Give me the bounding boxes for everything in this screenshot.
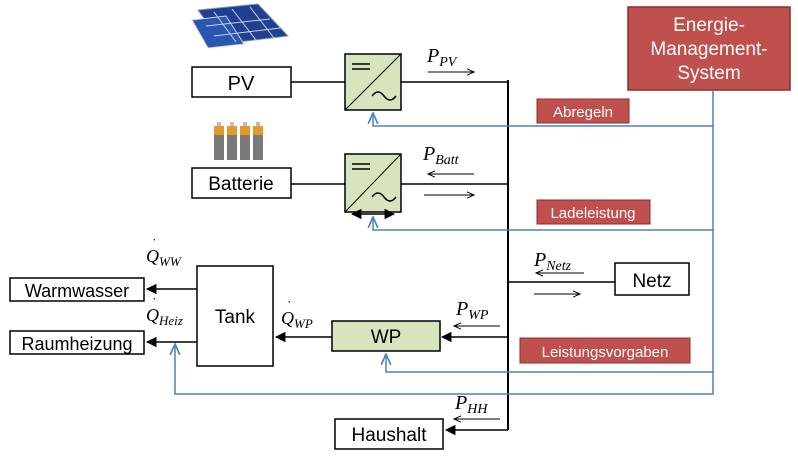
p-pv-label: PPV — [426, 45, 458, 70]
raumheizung-label: Raumheizung — [21, 334, 132, 354]
netz-block — [614, 262, 690, 296]
q-wp-label: QWP — [281, 308, 313, 331]
abregeln-badge — [536, 98, 630, 124]
signal-line-abregeln — [373, 90, 714, 127]
batteries-icon — [214, 122, 263, 160]
warmwasser-block — [9, 277, 145, 302]
batterie-label: Batterie — [208, 174, 273, 195]
q-ww-label: QWW — [146, 246, 182, 269]
haushalt-label: Haushalt — [352, 425, 428, 446]
leistungsvorgaben-label: Leistungsvorgaben — [542, 344, 669, 361]
tank-block — [196, 265, 274, 367]
netz-label: Netz — [632, 271, 671, 292]
pv-converter-icon — [344, 53, 402, 111]
raumheizung-block — [9, 330, 145, 355]
leistungsvorgaben-badge — [519, 337, 691, 364]
ladeleistung-label: Ladeleistung — [550, 205, 635, 222]
warmwasser-label: Warmwasser — [25, 281, 129, 301]
pv-label: PV — [228, 73, 255, 95]
wp-block — [331, 320, 441, 352]
ems-label-line1: Energie- — [673, 15, 745, 36]
battery-converter-icon — [344, 153, 402, 220]
p-netz-label: PNetz — [533, 249, 572, 274]
signal-line-leistungsvorgaben — [386, 230, 714, 373]
abregeln-label: Abregeln — [553, 104, 613, 121]
ems-label-line2: Management- — [650, 39, 767, 60]
control-signals — [175, 90, 714, 395]
q-wp-dot: ˙ — [286, 299, 291, 314]
ladeleistung-badge — [536, 199, 651, 225]
q-heiz-label: QHeiz — [146, 305, 183, 328]
p-hh-label: PHH — [454, 392, 488, 417]
haushalt-block — [334, 418, 444, 450]
tank-label: Tank — [215, 307, 256, 328]
solar-panel-icon — [191, 3, 290, 49]
signal-line-ladeleistung — [373, 126, 714, 231]
p-batt-label: PBatt — [422, 143, 460, 168]
signal-line-raumheizung — [175, 344, 714, 395]
p-wp-label: PWP — [455, 298, 489, 323]
q-heiz-dot: ˙ — [151, 296, 156, 311]
batterie-block — [191, 167, 292, 199]
ems-block — [627, 6, 791, 91]
wp-label: WP — [371, 327, 402, 348]
ems-label-line3: System — [677, 63, 740, 84]
pv-block — [191, 66, 292, 98]
q-ww-dot: ˙ — [151, 237, 156, 252]
